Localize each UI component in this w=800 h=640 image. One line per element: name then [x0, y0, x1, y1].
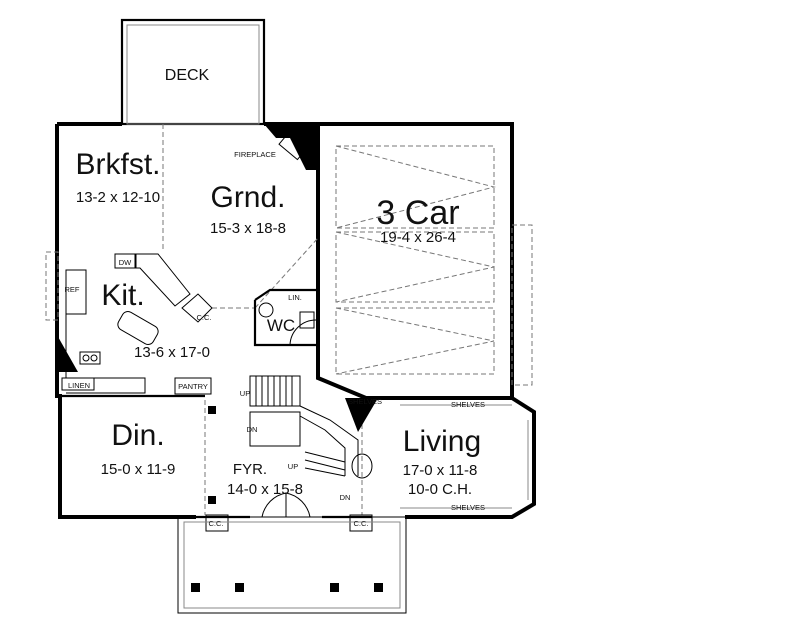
living-dims: 17-0 x 11-8 — [403, 462, 478, 479]
brkfst-dims: 13-2 x 12-10 — [76, 189, 160, 206]
garage-name: 3 Car — [376, 194, 459, 232]
cc-closet-fyr-right — [349, 514, 373, 532]
grnd-dims: 15-3 x 18-8 — [210, 220, 286, 237]
exterior-walls — [55, 122, 536, 519]
stair-treads-curved — [304, 451, 346, 477]
kitchen-fixtures — [45, 251, 213, 395]
front-door-left — [261, 492, 287, 518]
shelves-label-1: SHELVES — [348, 397, 382, 406]
ref-label: REF — [65, 285, 80, 294]
grnd-name: Grnd. — [210, 181, 285, 214]
dw-label: DW — [119, 258, 132, 267]
kitchen-island — [117, 311, 159, 345]
dn-label-2: DN — [340, 493, 351, 502]
stair-down-box — [249, 411, 301, 447]
garage-side-apron — [511, 224, 533, 386]
linen-label: LINEN — [68, 381, 90, 390]
wc-sink — [258, 302, 274, 318]
porch-rail — [183, 521, 401, 609]
cc-closet-kitchen — [181, 293, 213, 323]
sink-basin-1 — [82, 354, 90, 362]
linen-box — [61, 377, 95, 391]
stair-landing — [249, 375, 301, 407]
kit-name: Kit. — [101, 279, 144, 312]
front-door-right — [285, 492, 311, 518]
deck-label: DECK — [165, 67, 210, 84]
wc-walls — [253, 300, 318, 347]
fireplace-box — [278, 129, 310, 161]
stairs — [249, 375, 378, 479]
living-fixtures — [400, 404, 529, 509]
porch-outline — [177, 516, 407, 614]
interior-walls — [60, 124, 363, 515]
din-dims: 15-0 x 11-9 — [101, 461, 176, 478]
lin-label: LIN. — [288, 293, 302, 302]
fyr-dims: 14-0 x 15-8 — [227, 481, 303, 498]
porch-column-1 — [191, 583, 200, 592]
wc-lin-wall — [254, 288, 318, 301]
refrigerator — [65, 269, 87, 315]
parking-bay-3 — [335, 307, 495, 375]
pantry-label: PANTRY — [178, 382, 208, 391]
fireplace-hearth — [264, 124, 318, 170]
living-ceiling: 10-0 C.H. — [408, 481, 472, 498]
kitchen-counter — [65, 270, 146, 394]
wc-fixtures — [258, 302, 317, 346]
shelves-label-3: SHELVES — [451, 503, 485, 512]
stair-rail-inner — [299, 415, 346, 476]
porch-column-3 — [330, 583, 339, 592]
deck-rail — [126, 24, 260, 125]
front-porch — [177, 516, 407, 614]
kitchen-sink — [79, 351, 101, 365]
cc-label-fyr-right: C.C. — [354, 519, 369, 528]
kitchen-corner-column — [57, 335, 78, 372]
living-shelves — [400, 404, 512, 509]
wc-name: WC — [267, 316, 295, 335]
fireplace-label: FIREPLACE — [234, 150, 276, 159]
kitchen-peninsula — [135, 253, 191, 307]
north-wall — [57, 122, 514, 398]
foyer-column-1 — [208, 406, 216, 414]
shelves-label-2: SHELVES — [451, 400, 485, 409]
dn-label-1: DN — [247, 425, 258, 434]
fireplace — [264, 124, 318, 170]
dishwasher — [114, 253, 136, 269]
deck — [120, 18, 266, 126]
cc-closet-fyr-left — [205, 514, 229, 532]
up-label-2: UP — [288, 462, 298, 471]
porch-column-4 — [374, 583, 383, 592]
grnd-diagonal-divider — [254, 237, 319, 309]
pantry-box — [174, 377, 212, 395]
stair-column — [345, 398, 378, 432]
living-bay-wall — [405, 396, 536, 519]
kit-dims: 13-6 x 17-0 — [134, 344, 210, 361]
garage-dims: 19-4 x 26-4 — [380, 229, 456, 246]
fyr-name: FYR. — [233, 461, 267, 478]
brkfst-name: Brkfst. — [75, 148, 160, 181]
garage-south-wall — [316, 124, 512, 400]
garage-door-swings — [335, 145, 496, 375]
din-name: Din. — [111, 419, 164, 452]
stair-newel — [351, 453, 373, 479]
living-name: Living — [403, 425, 481, 458]
foyer-fixtures — [205, 406, 373, 532]
stair-rail-outer — [299, 405, 359, 476]
porch-column-2 — [235, 583, 244, 592]
west-wall — [55, 124, 196, 519]
wc-door-swing — [289, 319, 317, 346]
cc-label-kitchen: C.C. — [197, 313, 212, 322]
up-label-1: UP — [240, 389, 250, 398]
sink-basin-2 — [90, 354, 98, 362]
cc-label-fyr-left: C.C. — [209, 519, 224, 528]
garage — [335, 145, 533, 386]
stair-treads-up — [255, 376, 293, 406]
foyer-column-2 — [208, 496, 216, 504]
